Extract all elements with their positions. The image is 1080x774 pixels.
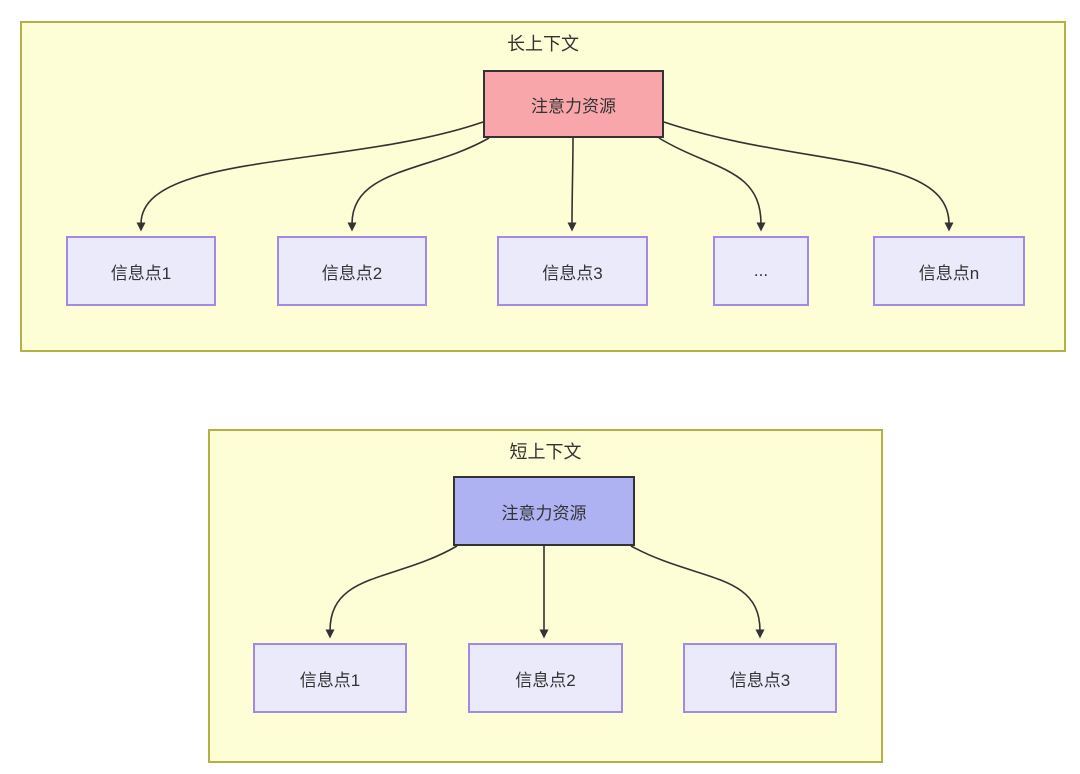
long-info-box-n: 信息点n [873,236,1025,306]
long-info-label-ellipsis: ... [753,261,769,280]
short-attention-label: 注意力资源 [501,503,587,523]
short-info-box-2: 信息点2 [468,643,623,713]
short-attention-box: 注意力资源 [453,476,635,546]
long-context-title: 长上下文 [507,34,579,54]
long-info-box-ellipsis: ... [713,236,809,306]
long-info-box-2: 信息点2 [277,236,427,306]
long-attention-box: 注意力资源 [483,70,664,138]
long-attention-label: 注意力资源 [531,96,616,116]
long-info-label-1: 信息点1 [110,263,172,283]
long-info-label-n: 信息点n [918,263,980,283]
long-info-label-3: 信息点3 [542,263,603,283]
long-info-label-2: 信息点2 [321,263,383,283]
short-context-title: 短上下文 [509,442,582,462]
long-info-box-1: 信息点1 [66,236,216,306]
short-info-label-2: 信息点2 [515,670,576,690]
short-info-label-1: 信息点1 [299,670,361,690]
long-info-box-3: 信息点3 [497,236,648,306]
short-info-box-1: 信息点1 [253,643,407,713]
short-info-box-3: 信息点3 [683,643,837,713]
short-info-label-3: 信息点3 [729,670,791,690]
